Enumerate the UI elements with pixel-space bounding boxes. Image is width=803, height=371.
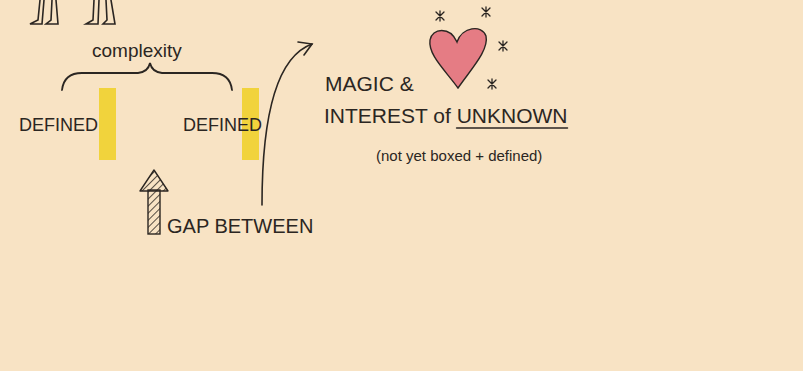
bar-label: DEFINED [183,115,262,136]
bracket-label: complexity [92,40,182,62]
figure-leg [86,0,99,24]
hatched-up-arrow [140,170,168,234]
curved-arrow [262,42,312,205]
note-aside: (not yet boxed + defined) [376,147,542,164]
note-text: INTEREST of UNKNOWN [324,104,567,128]
defined-bar: DEFINED [242,88,259,160]
brace [62,63,232,90]
figure-leg [46,0,58,24]
stick-figures [30,0,115,24]
defined-bar: DEFINED [99,88,116,160]
arrow-tip [298,42,312,55]
arrow-label: GAP BETWEEN [167,215,313,238]
figure-leg [30,0,44,24]
arrow-curve [262,44,312,205]
arrow-head [140,170,168,191]
star [436,11,444,21]
star [482,7,490,17]
note-text: MAGIC & [325,72,414,96]
heart [430,29,487,88]
arrow-shaft [148,190,160,234]
star [488,79,496,89]
underline [457,127,568,129]
bar-label: DEFINED [19,115,98,136]
figure-leg [103,0,115,24]
star [499,41,507,51]
stars [436,7,507,89]
